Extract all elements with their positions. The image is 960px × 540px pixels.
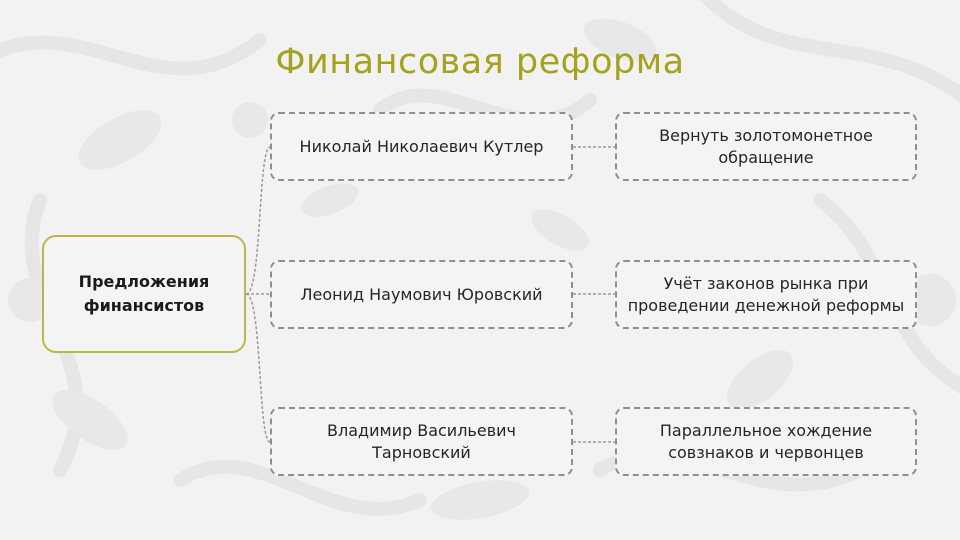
slide-title: Финансовая реформа: [275, 42, 685, 82]
person-node-kutler: Николай Николаевич Кутлер: [270, 112, 573, 181]
root-label: Предложения финансистов: [78, 272, 210, 315]
proposal-node-1: Вернуть золотомонетное обращение: [615, 112, 917, 181]
proposal-text: Параллельное хождение совзнаков и червон…: [659, 420, 873, 462]
person-node-yurovsky: Леонид Наумович Юровский: [270, 260, 573, 329]
proposal-node-2: Учёт законов рынка при проведении денежн…: [615, 260, 917, 329]
proposal-text: Учёт законов рынка при проведении денежн…: [627, 273, 905, 315]
branch-to-row-1: [245, 146, 271, 295]
proposal-node-3: Параллельное хождение совзнаков и червон…: [615, 407, 917, 476]
root-node: Предложения финансистов: [42, 235, 246, 353]
person-name: Владимир Васильевич Тарновский: [327, 420, 516, 462]
person-node-tarnovsky: Владимир Васильевич Тарновский: [270, 407, 573, 476]
person-name: Николай Николаевич Кутлер: [299, 136, 544, 156]
proposal-text: Вернуть золотомонетное обращение: [659, 125, 873, 167]
branch-to-row-3: [245, 293, 271, 443]
person-name: Леонид Наумович Юровский: [300, 284, 543, 304]
